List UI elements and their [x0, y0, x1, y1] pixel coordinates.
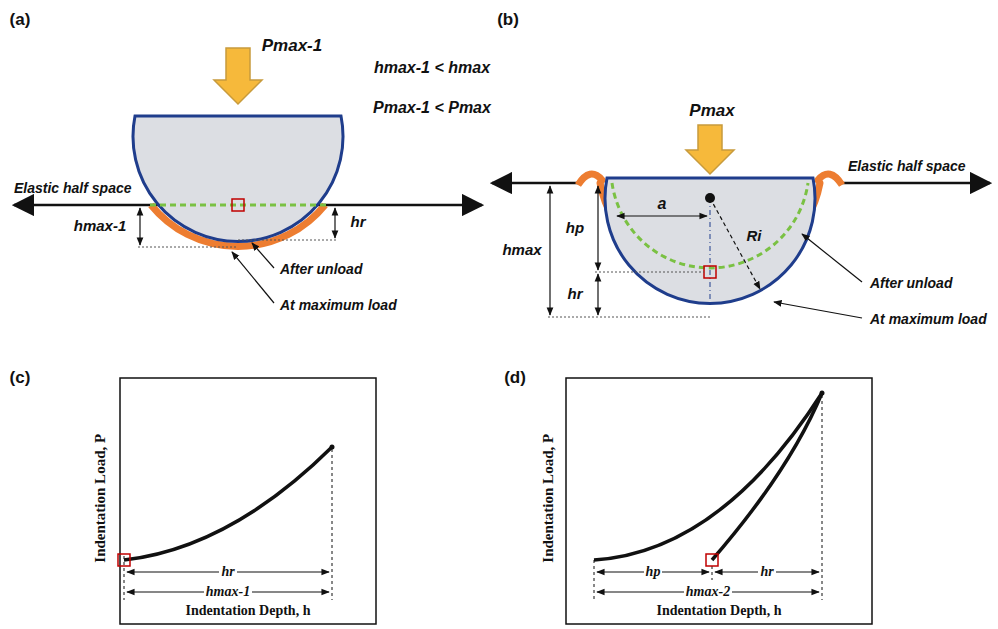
axis-title: Indentation Load, P — [92, 432, 109, 565]
dimension-arrow — [597, 274, 598, 315]
load-arrow — [686, 125, 734, 174]
axis-title: Indentation Depth, h — [184, 603, 313, 618]
depth-symbol: hmax — [500, 242, 543, 259]
dimension-label: hmax-2 — [684, 584, 732, 599]
state-label: At maximum load — [278, 298, 399, 313]
dimension-arrow — [617, 215, 707, 216]
indenter — [133, 116, 343, 241]
load-arrow — [214, 48, 262, 104]
depth-symbol: hp — [564, 220, 586, 237]
leader-line — [232, 252, 274, 303]
state-label: After unload — [278, 262, 364, 277]
radius-symbol: a — [656, 195, 669, 213]
dimension-arrow — [334, 208, 335, 238]
extension-line — [712, 566, 713, 580]
leader-line — [802, 234, 862, 282]
unloaded-surface — [150, 204, 326, 207]
extension-line — [138, 247, 238, 248]
axis-title: Indentation Load, P — [540, 432, 557, 565]
curve-end — [820, 391, 825, 396]
dimension-label: hp — [644, 564, 663, 579]
relation-note: hmax-1 < hmax — [372, 59, 492, 77]
dimension-arrow — [139, 208, 140, 245]
extension-line — [238, 240, 338, 241]
marker-square — [118, 554, 130, 566]
unloading-curve — [712, 393, 822, 560]
dimension-label: hmax-1 — [204, 584, 252, 599]
marker-square — [232, 199, 244, 211]
panel-letter: (d) — [502, 369, 528, 388]
loading-curve — [594, 393, 822, 560]
depth-symbol: hr — [566, 286, 585, 303]
panel-letter: (a) — [8, 11, 33, 30]
axis-title: Indentation Depth, h — [655, 603, 784, 618]
extension-line — [548, 317, 710, 318]
surface-line — [492, 182, 580, 185]
extension-line — [595, 272, 704, 273]
plot-frame — [120, 378, 376, 624]
curve-end — [330, 445, 335, 450]
load-symbol: Pmax-1 — [260, 37, 324, 56]
surface-line — [840, 182, 990, 185]
loading-curve — [124, 447, 332, 560]
load-symbol: Pmax — [687, 102, 736, 121]
extension-line — [822, 395, 823, 600]
leader-line — [252, 243, 274, 268]
panel-letter: (c) — [8, 369, 33, 388]
dimension-label: hr — [758, 564, 775, 579]
extension-line — [332, 449, 333, 600]
dimension-arrow — [549, 186, 550, 315]
plot-frame — [566, 378, 872, 624]
state-label: After unload — [868, 276, 954, 291]
extension-line — [124, 556, 125, 600]
marker-square — [704, 266, 716, 278]
surface-label: Elastic half space — [846, 159, 968, 174]
radius-symbol: Ri — [745, 228, 764, 245]
dimension-arrow — [597, 186, 598, 270]
axis-line — [710, 198, 711, 305]
marker-square — [706, 554, 718, 566]
state-label: At maximum load — [868, 312, 989, 327]
panel-letter: (b) — [495, 11, 521, 30]
extension-line — [594, 560, 595, 600]
leader-line — [774, 302, 862, 318]
depth-symbol: hr — [349, 214, 368, 231]
dimension-label: hr — [219, 564, 236, 579]
surface-label: Elastic half space — [12, 181, 134, 196]
relation-note: Pmax-1 < Pmax — [371, 99, 493, 117]
depth-symbol: hmax-1 — [72, 218, 129, 235]
